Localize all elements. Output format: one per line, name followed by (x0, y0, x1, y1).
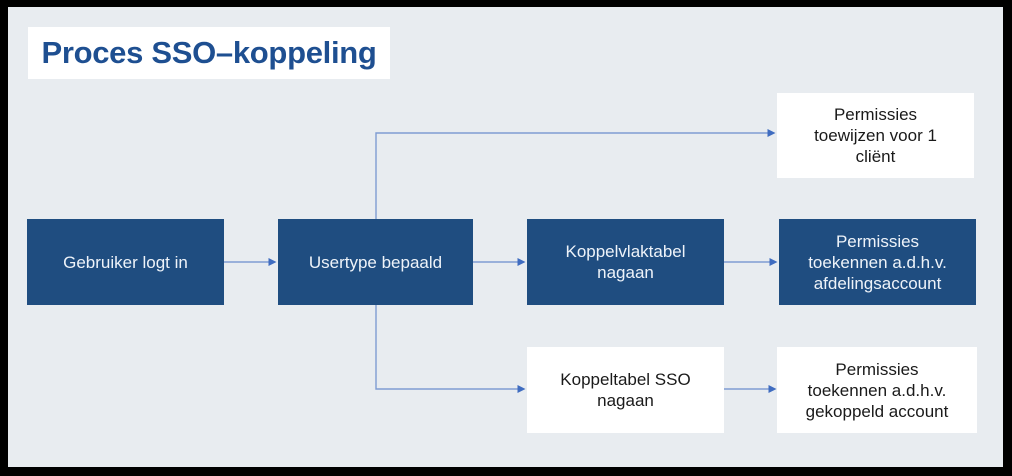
node-usertype-bepaald: Usertype bepaald (278, 219, 473, 305)
diagram-title: Proces SSO–koppeling (28, 27, 390, 79)
node-koppeltabel-sso-nagaan: Koppeltabel SSO nagaan (527, 347, 724, 433)
diagram-title-text: Proces SSO–koppeling (41, 35, 377, 70)
node-permissies-afdelingsaccount: Permissies toekennen a.d.h.v. afdelingsa… (779, 219, 976, 305)
node-koppelvlaktabel-nagaan: Koppelvlaktabel nagaan (527, 219, 724, 305)
node-permissies-1-client: Permissies toewijzen voor 1 cliënt (777, 93, 974, 178)
node-permissies-gekoppeld-account: Permissies toekennen a.d.h.v. gekoppeld … (777, 347, 977, 433)
node-gebruiker-logt-in: Gebruiker logt in (27, 219, 224, 305)
